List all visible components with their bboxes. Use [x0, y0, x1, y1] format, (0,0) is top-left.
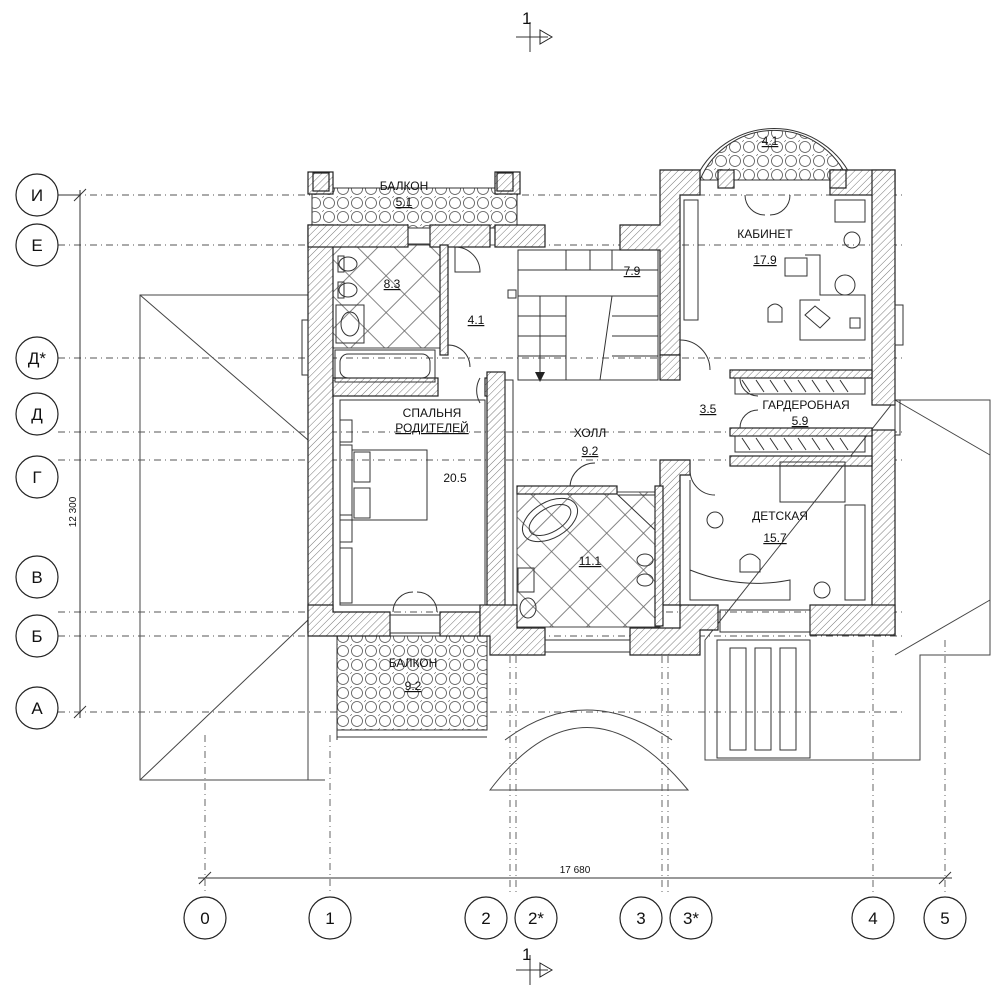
bedroom-furniture: [339, 399, 486, 606]
room-bedroom-area: 20.5: [443, 471, 467, 485]
balcony-bottom-paving: [336, 635, 488, 731]
row-axis-label: В: [31, 568, 42, 587]
vertical-dimension-label: 12 300: [68, 496, 79, 527]
column-axis-label: 1: [325, 909, 334, 928]
row-axis-label: Д: [31, 405, 43, 424]
room-corridor-area: 4.1: [468, 313, 485, 327]
room-balcony-bottom-area: 9.2: [405, 679, 422, 693]
wardrobe-racks: [504, 377, 866, 606]
room-balcony-bottom-name: БАЛКОН: [389, 656, 438, 670]
porch-roof-panels: [716, 639, 811, 759]
row-axis-label: Б: [31, 627, 42, 646]
column-axis-bubbles: 0 1 2 2* 3 3* 4 5: [183, 896, 967, 940]
bath-parents-fixtures: [334, 255, 436, 383]
roof-outline-west: [139, 294, 325, 781]
room-hall-name: ХОЛЛ: [574, 426, 607, 440]
room-bath-parents-area: 8.3: [384, 277, 401, 291]
room-kids-area: 15.7: [763, 531, 787, 545]
column-axis-label: 0: [200, 909, 209, 928]
doors: [392, 194, 791, 613]
room-labels: БАЛКОН 5.1 8.3 4.1 7.9 4.1 КАБИНЕТ 17.9 …: [380, 134, 850, 693]
section-mark-bottom: 1: [516, 945, 553, 985]
grid-lines-cols: [204, 640, 946, 895]
room-bath-main-area: 11.1: [579, 554, 602, 568]
column-axis-label: 3*: [683, 909, 699, 928]
office-furniture: [683, 199, 866, 341]
horizontal-dimension: 17 680: [198, 865, 952, 885]
room-oriel-area: 4.1: [762, 134, 779, 148]
row-axis-label: Г: [32, 468, 41, 487]
bath-main-tiles: [516, 491, 661, 628]
section-mark-bottom-label: 1: [522, 945, 531, 964]
column-axis-label: 5: [940, 909, 949, 928]
room-stairs-area: 7.9: [624, 264, 641, 278]
windows: [301, 227, 904, 653]
room-hall-area: 9.2: [582, 444, 599, 458]
kids-furniture: [689, 461, 866, 601]
room-kids-name: ДЕТСКАЯ: [752, 509, 808, 523]
room-bedroom-name-line2: РОДИТЕЛЕЙ: [395, 420, 468, 435]
row-axis-bubbles: И Е Д* Д Г В Б А: [15, 173, 80, 730]
vertical-dimension: 12 300: [68, 188, 87, 719]
section-mark-top-label: 1: [522, 9, 531, 28]
row-axis-label: И: [31, 186, 43, 205]
balcony-top-paving: [311, 187, 518, 229]
row-axis-label: Е: [31, 236, 42, 255]
bath-main-fixtures: [517, 494, 656, 619]
column-axis-label: 4: [868, 909, 877, 928]
section-mark-top: 1: [516, 9, 553, 52]
staircase: [507, 249, 659, 382]
room-wardrobe-name: ГАРДЕРОБНАЯ: [762, 398, 849, 412]
roof-outline-east: [704, 399, 991, 761]
room-balcony-top-area: 5.1: [396, 195, 413, 209]
room-balcony-top-name: БАЛКОН: [380, 179, 429, 193]
room-office-name: КАБИНЕТ: [737, 227, 793, 241]
room-wardrobe-area: 5.9: [792, 414, 809, 428]
horizontal-dimension-label: 17 680: [560, 865, 591, 876]
column-axis-label: 2: [481, 909, 490, 928]
room-hall-east-area: 3.5: [700, 402, 717, 416]
row-axis-label: А: [31, 699, 43, 718]
room-bedroom-name-line1: СПАЛЬНЯ: [403, 406, 462, 420]
oriel-paving: [699, 129, 849, 181]
walls: [307, 169, 896, 656]
room-office-area: 17.9: [753, 253, 777, 267]
column-axis-label: 2*: [528, 909, 544, 928]
entrance-canopy: [488, 709, 690, 791]
column-axis-label: 3: [636, 909, 645, 928]
row-axis-label: Д*: [28, 349, 47, 368]
